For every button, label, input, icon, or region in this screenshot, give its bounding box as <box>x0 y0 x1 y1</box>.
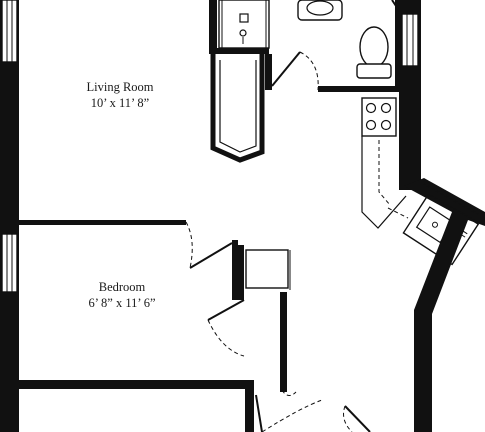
living-room-label: Living Room 10’ x 11’ 8” <box>86 80 153 110</box>
bottom-partition <box>245 380 254 432</box>
living-room-closet <box>210 54 265 163</box>
hall-door <box>255 394 371 432</box>
living-room-name: Living Room <box>86 80 153 94</box>
bedroom-bottom-wall <box>19 380 251 389</box>
living-bedroom-partition <box>19 220 238 300</box>
right-exterior-wall <box>399 0 421 190</box>
left-exterior-wall <box>0 0 19 432</box>
bedroom-label: Bedroom 6’ 8” x 11’ 6” <box>88 280 155 310</box>
bath-tub <box>209 0 270 54</box>
bedroom-dimensions: 6’ 8” x 11’ 6” <box>88 296 155 310</box>
kitchen <box>361 97 485 432</box>
bedroom-name: Bedroom <box>99 280 146 294</box>
bedroom-closet <box>207 245 297 396</box>
bathroom <box>265 0 403 92</box>
living-room-dimensions: 10’ x 11’ 8” <box>91 96 149 110</box>
